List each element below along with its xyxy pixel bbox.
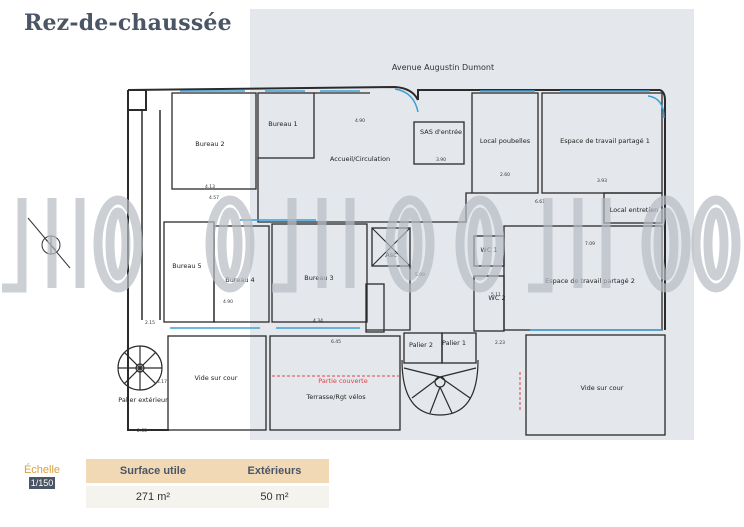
table-cell: 50 m² bbox=[219, 483, 329, 508]
table-header: Extérieurs bbox=[219, 459, 329, 485]
dimension: 6.45 bbox=[331, 339, 341, 345]
room-label: Asc bbox=[385, 251, 397, 259]
room-label: Palier 1 bbox=[442, 339, 466, 347]
dimension: 6.61 bbox=[535, 199, 545, 205]
dimension: 3.90 bbox=[436, 157, 446, 163]
dimension: 4.13 bbox=[205, 184, 215, 190]
room-label: Terrasse/Rgt vélos bbox=[305, 393, 366, 401]
scale-label: Échelle bbox=[23, 464, 61, 476]
dimension: 3.93 bbox=[597, 178, 607, 184]
room-label: Partie couverte bbox=[318, 377, 367, 385]
room-label: Bureau 1 bbox=[268, 120, 297, 128]
room-label: Palier extérieur bbox=[118, 396, 168, 404]
dimension: 4.17 bbox=[157, 379, 167, 385]
dimension: 4.34 bbox=[313, 318, 323, 324]
table-cell: 271 m² bbox=[86, 483, 220, 508]
room-label: Local entretien bbox=[610, 206, 659, 214]
floor-plan: Avenue Augustin Dumont bbox=[27, 63, 666, 436]
room-label: SAS d'entrée bbox=[420, 128, 462, 136]
dimension: 5.11 bbox=[491, 292, 501, 298]
room-label: Bureau 3 bbox=[304, 274, 333, 282]
room-label: Bureau 4 bbox=[225, 276, 254, 284]
room-label: Palier 2 bbox=[409, 341, 433, 349]
north-arrow-icon bbox=[27, 217, 71, 269]
room-label: Bureau 5 bbox=[172, 262, 201, 270]
scale-indicator: Échelle 1/150 bbox=[22, 464, 62, 489]
table-header: Surface utile bbox=[86, 459, 220, 485]
page-title: Rez-de-chaussée bbox=[24, 10, 232, 36]
street-label: Avenue Augustin Dumont bbox=[392, 63, 494, 72]
room-label: Espace de travail partagé 1 bbox=[560, 137, 650, 145]
surface-table: Surface utile Extérieurs 271 m² 50 m² bbox=[86, 459, 329, 508]
dimension: 4.57 bbox=[209, 195, 219, 201]
room-label: WC 1 bbox=[480, 246, 497, 254]
room-label: Vide sur cour bbox=[195, 374, 238, 382]
scale-value: 1/150 bbox=[29, 477, 55, 489]
dimension: 2.60 bbox=[500, 172, 510, 178]
dimension: 4.90 bbox=[355, 118, 365, 124]
dimension: 2.15 bbox=[145, 320, 155, 326]
room-label: Local poubelles bbox=[480, 137, 531, 145]
room-label: Bureau 2 bbox=[195, 140, 224, 148]
room-label: Accueil/Circulation bbox=[330, 155, 390, 163]
room-label: Espace de travail partagé 2 bbox=[545, 277, 635, 285]
dimension: 2.23 bbox=[495, 340, 505, 346]
dimension: 4.90 bbox=[223, 299, 233, 305]
room-label: Vide sur cour bbox=[581, 384, 624, 392]
dimension: 2.65 bbox=[137, 428, 147, 434]
room-label: WC 2 bbox=[488, 294, 505, 302]
dimension: 5.09 bbox=[415, 272, 425, 278]
dimension: 7.09 bbox=[585, 241, 595, 247]
